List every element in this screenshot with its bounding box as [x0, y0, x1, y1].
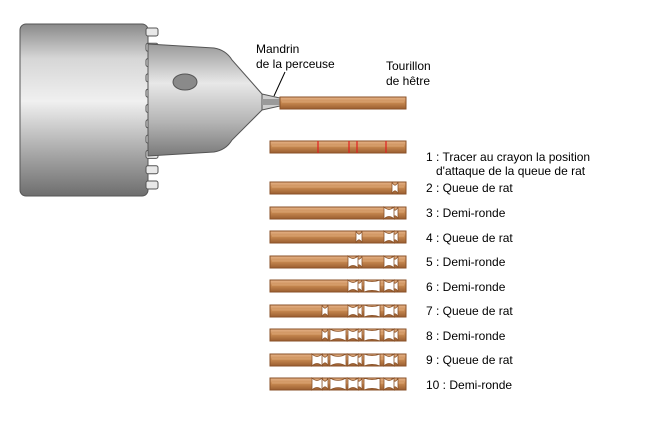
- dowel-step-5: [269, 255, 407, 269]
- drill-chuck-icon: [19, 23, 281, 197]
- chuck-label-line2: de la perceuse: [256, 57, 335, 71]
- dowel-groove: [321, 328, 329, 342]
- chuck-tooth: [145, 180, 159, 190]
- step-label-10: 10 : Demi-ronde: [426, 378, 513, 392]
- step-label-3: 3 : Demi-ronde: [426, 206, 506, 220]
- dowel-groove: [347, 377, 359, 391]
- dowel-groove: [383, 255, 395, 269]
- step-label-8: 8 : Demi-ronde: [426, 329, 506, 343]
- dowel-label-line1: Tourillon: [386, 59, 431, 73]
- step-label-2: 2 : Queue de rat: [426, 181, 513, 195]
- dowel-step-10: [269, 377, 407, 391]
- dowel-groove: [383, 206, 395, 220]
- dowel-groove: [363, 279, 381, 293]
- dowel-body: [269, 230, 407, 244]
- dowel-groove: [347, 353, 359, 367]
- dowel-groove: [355, 230, 363, 244]
- dowel-groove: [363, 353, 381, 367]
- step-label-7: 7 : Queue de rat: [426, 304, 513, 318]
- dowel-step-9: [269, 353, 407, 367]
- chuck-pointer: [273, 71, 286, 97]
- dowel-groove: [347, 279, 359, 293]
- dowel-step-6: [269, 279, 407, 293]
- step-label-1: 1 : Tracer au crayon la position: [426, 150, 591, 164]
- dowel-groove: [329, 377, 347, 391]
- dowel-groove: [391, 181, 399, 195]
- dowel-groove: [383, 328, 395, 342]
- dowel-groove: [383, 377, 395, 391]
- dowel-groove: [329, 328, 347, 342]
- dowel-groove: [329, 353, 347, 367]
- dowel-step-7: [269, 304, 407, 318]
- dowel-groove: [347, 255, 359, 269]
- dowel-groove: [363, 328, 381, 342]
- dowel-groove: [383, 230, 395, 244]
- dowel-sequence: [269, 96, 407, 391]
- dowel-body: [269, 206, 407, 220]
- step-label-9: 9 : Queue de rat: [426, 353, 513, 367]
- dowel-body: [269, 140, 407, 154]
- dowel-step-4: [269, 230, 407, 244]
- step-label-5: 5 : Demi-ronde: [426, 255, 506, 269]
- dowel-groove: [347, 304, 359, 318]
- chuck-tooth: [145, 27, 159, 37]
- dowel-groove: [321, 353, 329, 367]
- dowel-raw: [279, 96, 407, 110]
- dowel-groove: [383, 304, 395, 318]
- dowel-body: [279, 96, 407, 110]
- dowel-step-8: [269, 328, 407, 342]
- chuck-tooth: [145, 165, 159, 175]
- dowel-step-1: [269, 140, 407, 154]
- dowel-step-2: [269, 181, 407, 195]
- step-label-1-line2: d'attaque de la queue de rat: [436, 164, 586, 178]
- dowel-groove: [363, 377, 381, 391]
- dowel-groove: [311, 377, 323, 391]
- chuck-label-line1: Mandrin: [256, 42, 300, 56]
- dowel-body: [269, 255, 407, 269]
- dowel-step-3: [269, 206, 407, 220]
- dowel-label-line2: de hêtre: [386, 74, 431, 88]
- dowel-body: [269, 181, 407, 195]
- dowel-groove: [347, 328, 359, 342]
- dowel-groove: [363, 304, 381, 318]
- dowel-groove: [321, 304, 329, 318]
- dowel-groove: [383, 353, 395, 367]
- step-label-4: 4 : Queue de rat: [426, 231, 513, 245]
- step-label-6: 6 : Demi-ronde: [426, 280, 506, 294]
- dowel-groove: [321, 377, 329, 391]
- dowel-groove: [311, 353, 323, 367]
- dowel-groove: [383, 279, 395, 293]
